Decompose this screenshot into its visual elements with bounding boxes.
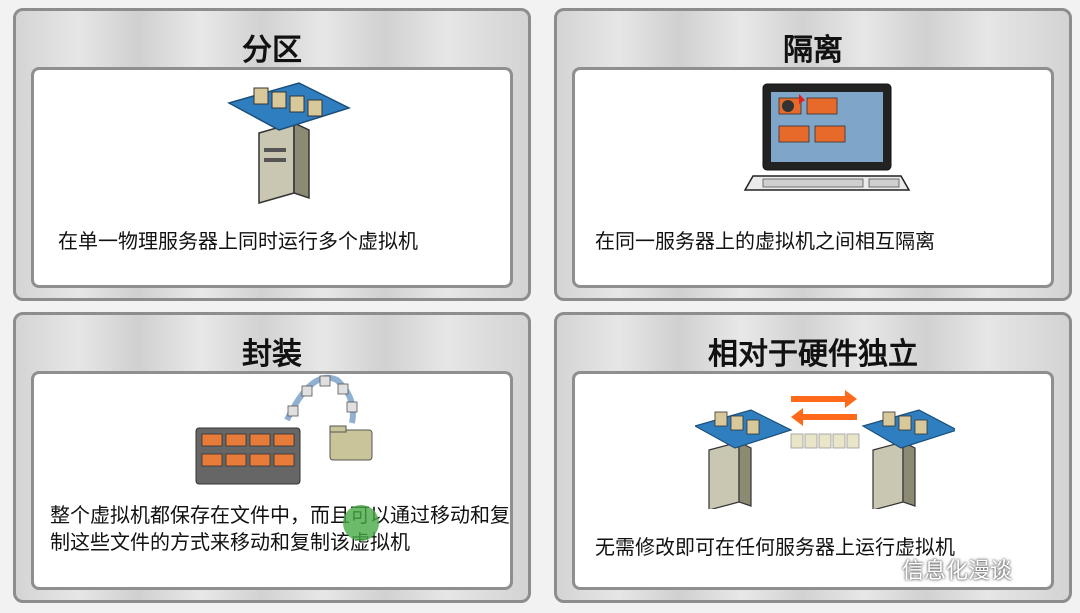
encapsulation-icon: [192, 368, 392, 488]
card-title: 分区: [16, 25, 528, 69]
card-encapsulation: 封装: [13, 312, 531, 603]
watermark: 信息化漫谈: [856, 553, 1012, 585]
cursor-highlight: [343, 505, 379, 541]
card-body: 整个虚拟机都保存在文件中，而且可以通过移动和复制这些文件的方式来移动和复制该虚拟…: [31, 371, 513, 590]
card-title: 封装: [16, 329, 528, 373]
card-body: 在单一物理服务器上同时运行多个虚拟机: [31, 67, 513, 288]
watermark-text: 信息化漫谈: [902, 553, 1012, 585]
laptop-isolation-icon: [743, 80, 913, 205]
card-title: 相对于硬件独立: [557, 329, 1069, 373]
card-description: 整个虚拟机都保存在文件中，而且可以通过移动和复制这些文件的方式来移动和复制该虚拟…: [50, 502, 510, 556]
card-partition: 分区 在单一物理服务器上同时运行多个虚拟机: [13, 8, 531, 301]
card-body: 在同一服务器上的虚拟机之间相互隔离: [572, 67, 1054, 288]
server-partition-icon: [224, 78, 364, 208]
hardware-independence-icon: [695, 384, 955, 509]
card-isolation: 隔离 在同一服务器上的虚拟机之间相互隔离: [554, 8, 1072, 301]
card-description: 在单一物理服务器上同时运行多个虚拟机: [58, 228, 418, 255]
card-description: 在同一服务器上的虚拟机之间相互隔离: [595, 228, 935, 255]
card-title: 隔离: [557, 25, 1069, 69]
wechat-icon: [856, 553, 896, 585]
